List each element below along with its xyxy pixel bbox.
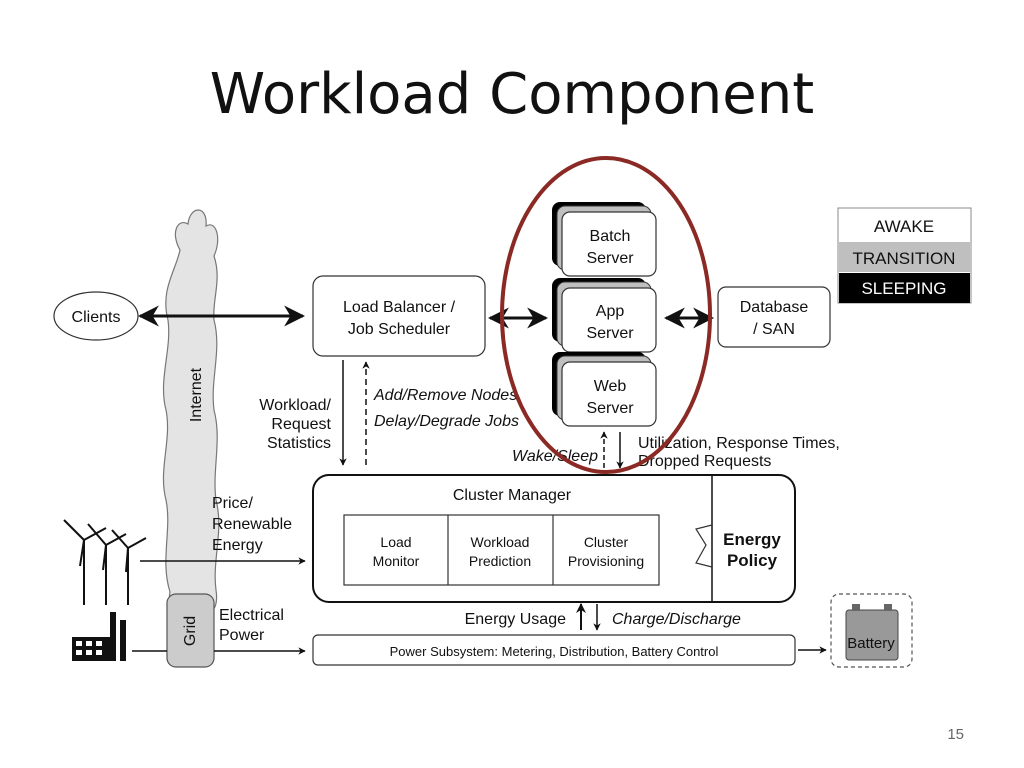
price-label-3: Energy [212, 537, 263, 554]
battery-icon [845, 609, 899, 661]
clients-label: Clients [72, 309, 121, 326]
workload-stats-label-2: Request [271, 416, 331, 433]
workload-stats-label-3: Statistics [267, 435, 331, 452]
workload-prediction-label-1: Workload [471, 534, 530, 550]
load-balancer-label-1: Load Balancer / [343, 299, 456, 316]
state-legend: AWAKE TRANSITION SLEEPING [837, 207, 972, 304]
factory-icon [72, 612, 126, 661]
web-server-label-2: Server [586, 400, 634, 417]
price-label-1: Price/ [212, 495, 253, 512]
electrical-label-1: Electrical [219, 607, 284, 624]
charge-discharge-label: Charge/Discharge [612, 611, 741, 628]
database-label-1: Database [740, 299, 809, 316]
cluster-provisioning-label-2: Provisioning [568, 553, 644, 569]
energy-usage-label: Energy Usage [465, 611, 566, 628]
power-subsystem-node: Power Subsystem: Metering, Distribution,… [312, 634, 796, 666]
legend-transition-swatch [839, 242, 970, 272]
utilization-label-2: Dropped Requests [638, 453, 771, 470]
internet-cloud: Internet [162, 209, 220, 615]
electrical-label-2: Power [219, 627, 265, 644]
workload-prediction-label-2: Prediction [469, 553, 531, 569]
cluster-provisioning-label-1: Cluster [584, 534, 629, 550]
clients-node: Clients [53, 291, 139, 341]
workload-stats-label-1: Workload/ [259, 397, 331, 414]
legend-sleeping-label: SLEEPING [861, 279, 946, 298]
highlight-ellipse [500, 156, 712, 474]
cluster-manager-label: Cluster Manager [453, 487, 572, 504]
energy-policy-label-2: Policy [727, 551, 778, 570]
legend-awake-swatch [839, 210, 970, 241]
app-server-label-1: App [596, 303, 625, 320]
power-subsystem-label: Power Subsystem: Metering, Distribution,… [390, 644, 719, 659]
app-server-label-2: Server [586, 325, 634, 342]
battery-label: Battery [847, 635, 895, 652]
database-node: Database / SAN [717, 286, 831, 348]
battery-node: Battery [830, 593, 913, 668]
slide-title: Workload Component [209, 62, 815, 127]
database-label-2: / SAN [753, 321, 795, 338]
load-balancer-node: Load Balancer / Job Scheduler [312, 275, 486, 357]
app-server-stack: App Server [552, 278, 657, 353]
load-monitor-label-1: Load [380, 534, 411, 550]
utilization-label-1: Utilization, Response Times, [638, 435, 840, 452]
legend-sleeping-swatch [839, 273, 970, 303]
wind-turbine-icon [63, 519, 147, 605]
energy-policy-connector [695, 524, 713, 568]
web-server-stack: Web Server [552, 352, 657, 427]
energy-policy-label-1: Energy [723, 530, 781, 549]
add-remove-nodes-label: Add/Remove Nodes [373, 387, 517, 404]
page-number: 15 [947, 726, 964, 743]
grid-node: Grid [166, 593, 215, 668]
web-server-label-1: Web [594, 378, 627, 395]
batch-server-label-1: Batch [590, 228, 631, 245]
grid-label: Grid [182, 616, 199, 646]
cluster-manager-node: Cluster Manager Load Monitor Workload Pr… [312, 474, 796, 603]
wake-sleep-label: Wake/Sleep [512, 448, 598, 465]
batch-server-label-2: Server [586, 250, 634, 267]
internet-label: Internet [188, 367, 205, 422]
legend-transition-label: TRANSITION [853, 249, 956, 268]
load-monitor-label-2: Monitor [373, 553, 420, 569]
delay-degrade-label: Delay/Degrade Jobs [374, 413, 519, 430]
legend-awake-label: AWAKE [874, 217, 934, 236]
batch-server-stack: Batch Server [552, 202, 657, 277]
load-balancer-label-2: Job Scheduler [348, 321, 451, 338]
price-label-2: Renewable [212, 516, 292, 533]
